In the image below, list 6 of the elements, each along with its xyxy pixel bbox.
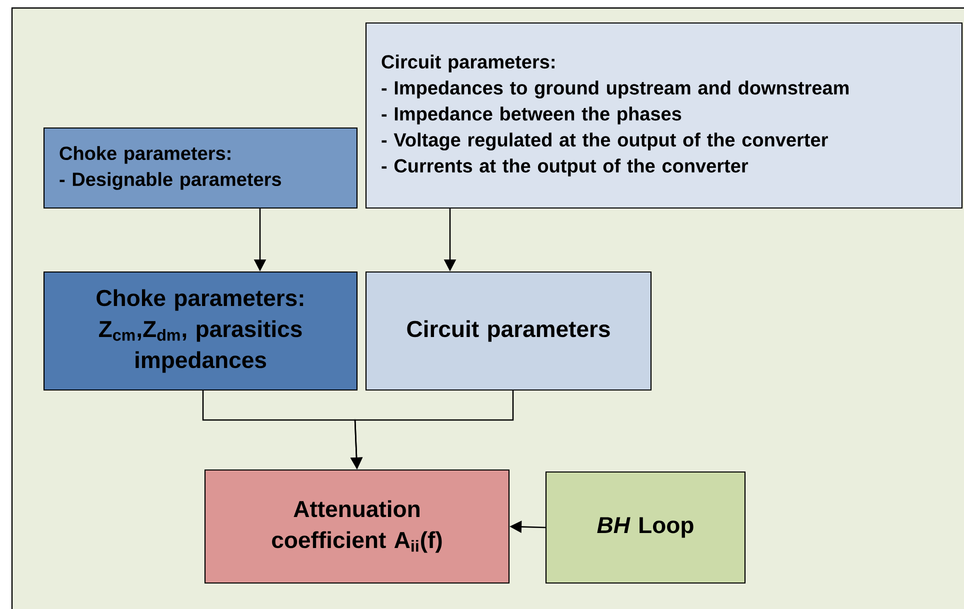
parameter-box: Choke parameters: Z$_{cm}$,Z$_{dm}$, parasitics impedances [43,271,358,391]
result-box: Attenuation coefficient A$_{ii}$(f) [204,469,510,584]
parameter-box: Circuit parameters [365,271,652,391]
parameter-box: Circuit parameters: - Impedances to ground upstream and downstream - Impedance between the phases - Voltage regulated at the output of the converter - Currents at the output of the converter [365,22,963,209]
input-box: BH Loop [545,471,746,584]
parameter-box: Choke parameters: - Designable parameters [43,127,358,209]
